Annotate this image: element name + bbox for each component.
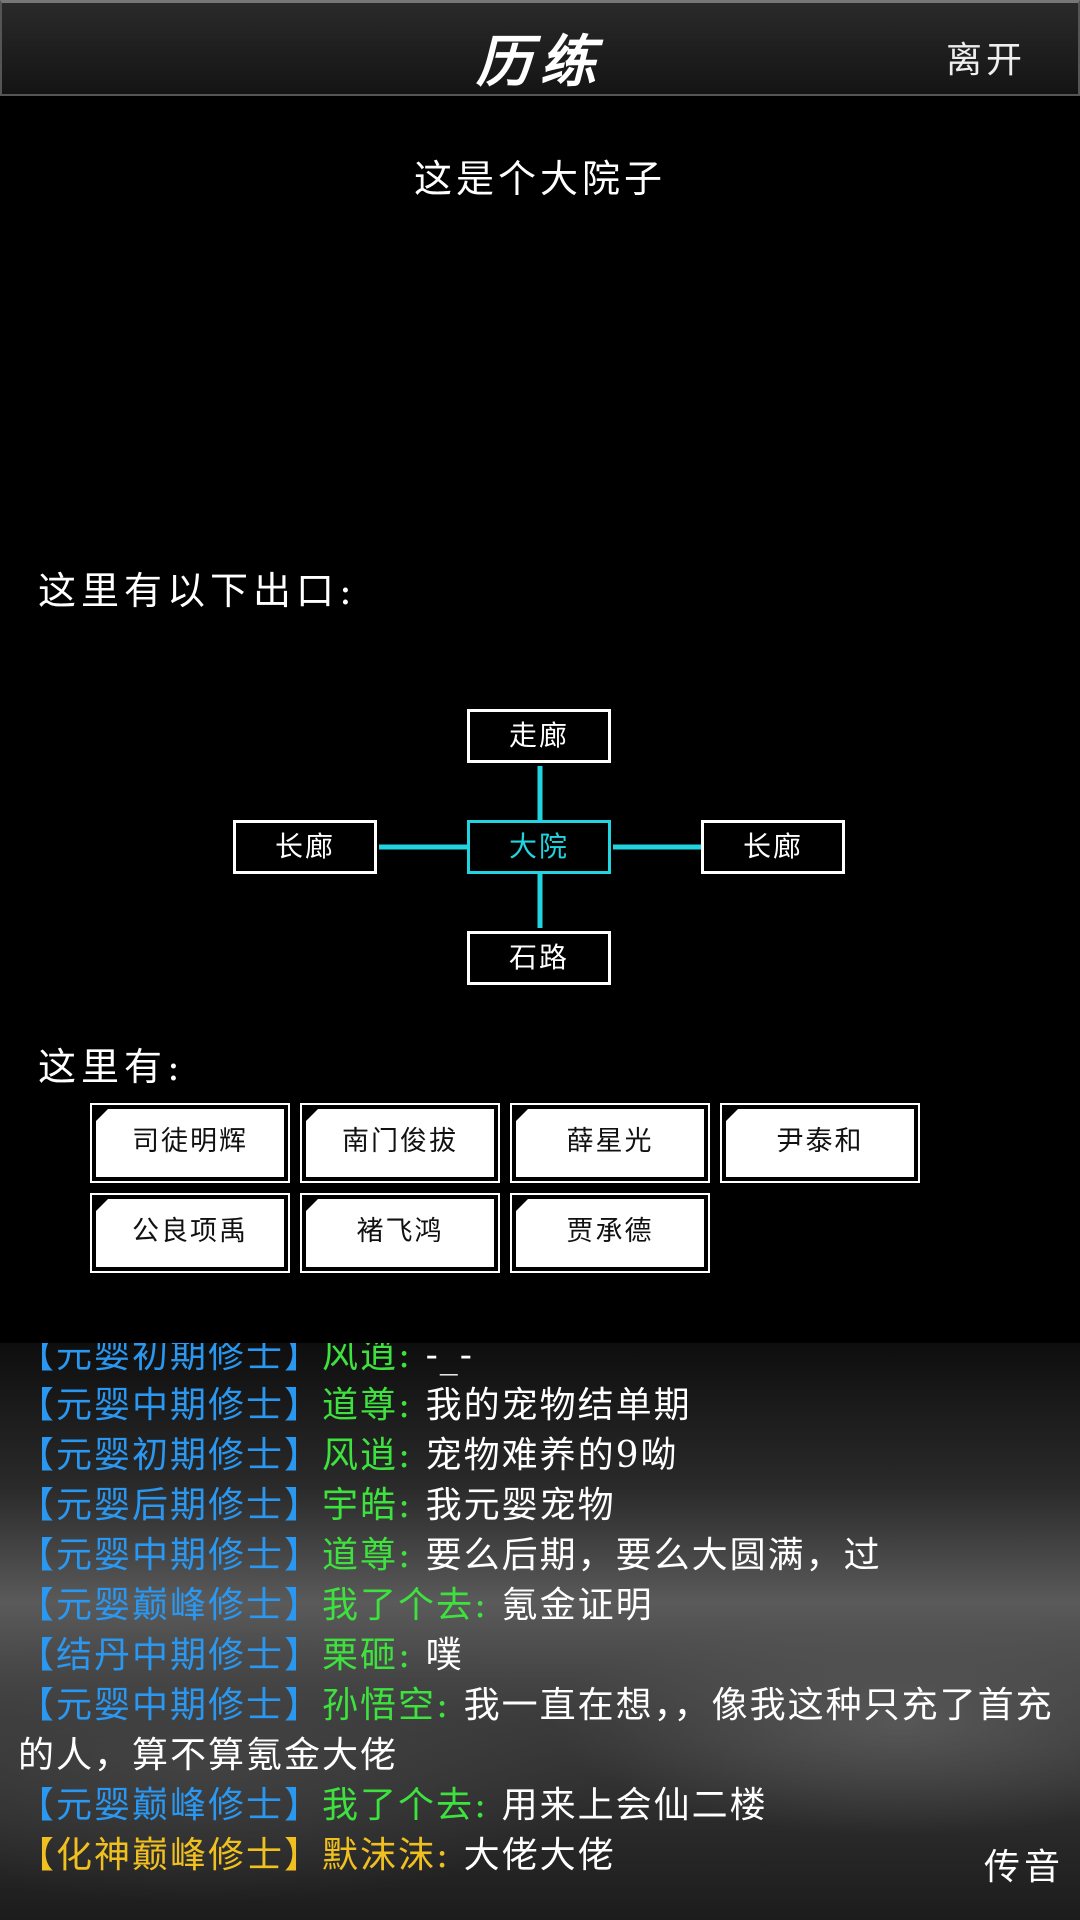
chat-message: 【元婴后期修士】宇皓: 我元婴宠物: [18, 1481, 1068, 1531]
chat-sender: 道尊:: [322, 1385, 413, 1426]
chat-text: 用来上会仙二楼: [501, 1785, 768, 1826]
exit-east-button[interactable]: 长廊: [701, 820, 845, 874]
npc-name: 尹泰和: [726, 1109, 914, 1177]
npc-button[interactable]: 褚飞鸿: [300, 1193, 500, 1273]
npc-name: 司徒明辉: [96, 1109, 284, 1177]
chat-message: 【化神巅峰修士】默沫沫: 大佬大佬: [18, 1831, 1068, 1881]
chat-sender: 道尊:: [322, 1535, 413, 1576]
chat-rank: 【元婴初期修士】: [18, 1343, 323, 1376]
chat-sender: 风逍:: [322, 1343, 413, 1376]
room-description: 这是个大院子: [413, 157, 666, 201]
chat-sender: 栗砸:: [322, 1635, 413, 1676]
npc-button[interactable]: 公良项禹: [90, 1193, 290, 1273]
npc-name: 褚飞鸿: [306, 1199, 494, 1267]
npc-name: 公良项禹: [96, 1199, 284, 1267]
chat-rank: 【化神巅峰修士】: [18, 1835, 323, 1876]
occupants-heading: 这里有:: [38, 1045, 185, 1089]
npc-button[interactable]: 薛星光: [510, 1103, 710, 1183]
chat-message: 【结丹中期修士】栗砸: 噗: [18, 1631, 1068, 1681]
chat-rank: 【元婴中期修士】: [18, 1535, 323, 1576]
header-bar: 历练 离开: [0, 0, 1080, 96]
chat-sender: 风逍:: [322, 1435, 413, 1476]
npc-name: 薛星光: [516, 1109, 704, 1177]
chat-text: 氪金证明: [501, 1585, 654, 1626]
chat-rank: 【元婴后期修士】: [18, 1485, 323, 1526]
page-title: 历练: [476, 29, 604, 95]
exit-map: 走廊 长廊 大院 长廊 石路: [0, 700, 1080, 1000]
chat-rank: 【元婴中期修士】: [18, 1385, 323, 1426]
chat-message: 【元婴巅峰修士】我了个去: 氪金证明: [18, 1581, 1068, 1631]
npc-button[interactable]: 尹泰和: [720, 1103, 920, 1183]
exits-heading: 这里有以下出口:: [38, 569, 357, 613]
exit-west-button[interactable]: 长廊: [233, 820, 377, 874]
chat-sender: 我了个去:: [322, 1785, 489, 1826]
npc-name: 贾承德: [516, 1199, 704, 1267]
chat-text: 噗: [425, 1635, 464, 1676]
chat-message: 【元婴中期修士】道尊: 要么后期，要么大圆满，过: [18, 1531, 1068, 1581]
npc-button[interactable]: 贾承德: [510, 1193, 710, 1273]
chat-text: 我的宠物结单期: [425, 1385, 692, 1426]
voice-message-button[interactable]: 传音: [983, 1847, 1064, 1888]
chat-message: 【元婴中期修士】孙悟空: 我一直在想，，像我这种只充了首充的人，算不算氪金大佬: [18, 1681, 1068, 1781]
chat-message: 【元婴中期修士】道尊: 我的宠物结单期: [18, 1381, 1068, 1431]
chat-message: 【元婴初期修士】风逍: -_-: [18, 1343, 1068, 1381]
chat-message: 【元婴初期修士】风逍: 宠物难养的9呦: [18, 1431, 1068, 1481]
chat-sender: 宇皓:: [322, 1485, 413, 1526]
chat-panel[interactable]: 【元婴初期修士】风逍: -_- 【元婴中期修士】道尊: 我的宠物结单期 【元婴初…: [0, 1343, 1080, 1920]
chat-rank: 【元婴初期修士】: [18, 1435, 323, 1476]
exit-connectors: [379, 766, 701, 928]
chat-text: 我一直在想，，像我这种只充了首充的人，算不算氪金大佬: [18, 1685, 1054, 1776]
npc-name: 南门俊拔: [306, 1109, 494, 1177]
chat-sender: 默沫沫:: [322, 1835, 451, 1876]
chat-text: 要么后期，要么大圆满，过: [425, 1535, 882, 1576]
npc-button[interactable]: 南门俊拔: [300, 1103, 500, 1183]
chat-message: 【元婴巅峰修士】我了个去: 用来上会仙二楼: [18, 1781, 1068, 1831]
chat-text: 宠物难养的9呦: [425, 1435, 679, 1476]
chat-rank: 【结丹中期修士】: [18, 1635, 323, 1676]
chat-text: -_-: [425, 1343, 474, 1376]
leave-button[interactable]: 离开: [945, 40, 1026, 81]
chat-text: 大佬大佬: [463, 1835, 616, 1876]
current-location: 大院: [467, 820, 611, 874]
chat-sender: 孙悟空:: [322, 1685, 451, 1726]
chat-sender: 我了个去:: [322, 1585, 489, 1626]
chat-rank: 【元婴巅峰修士】: [18, 1585, 323, 1626]
chat-rank: 【元婴中期修士】: [18, 1685, 323, 1726]
chat-rank: 【元婴巅峰修士】: [18, 1785, 323, 1826]
exit-north-button[interactable]: 走廊: [467, 709, 611, 763]
chat-text: 我元婴宠物: [425, 1485, 616, 1526]
npc-button[interactable]: 司徒明辉: [90, 1103, 290, 1183]
exit-south-button[interactable]: 石路: [467, 931, 611, 985]
chat-message-list: 【元婴初期修士】风逍: -_- 【元婴中期修士】道尊: 我的宠物结单期 【元婴初…: [18, 1343, 1068, 1881]
